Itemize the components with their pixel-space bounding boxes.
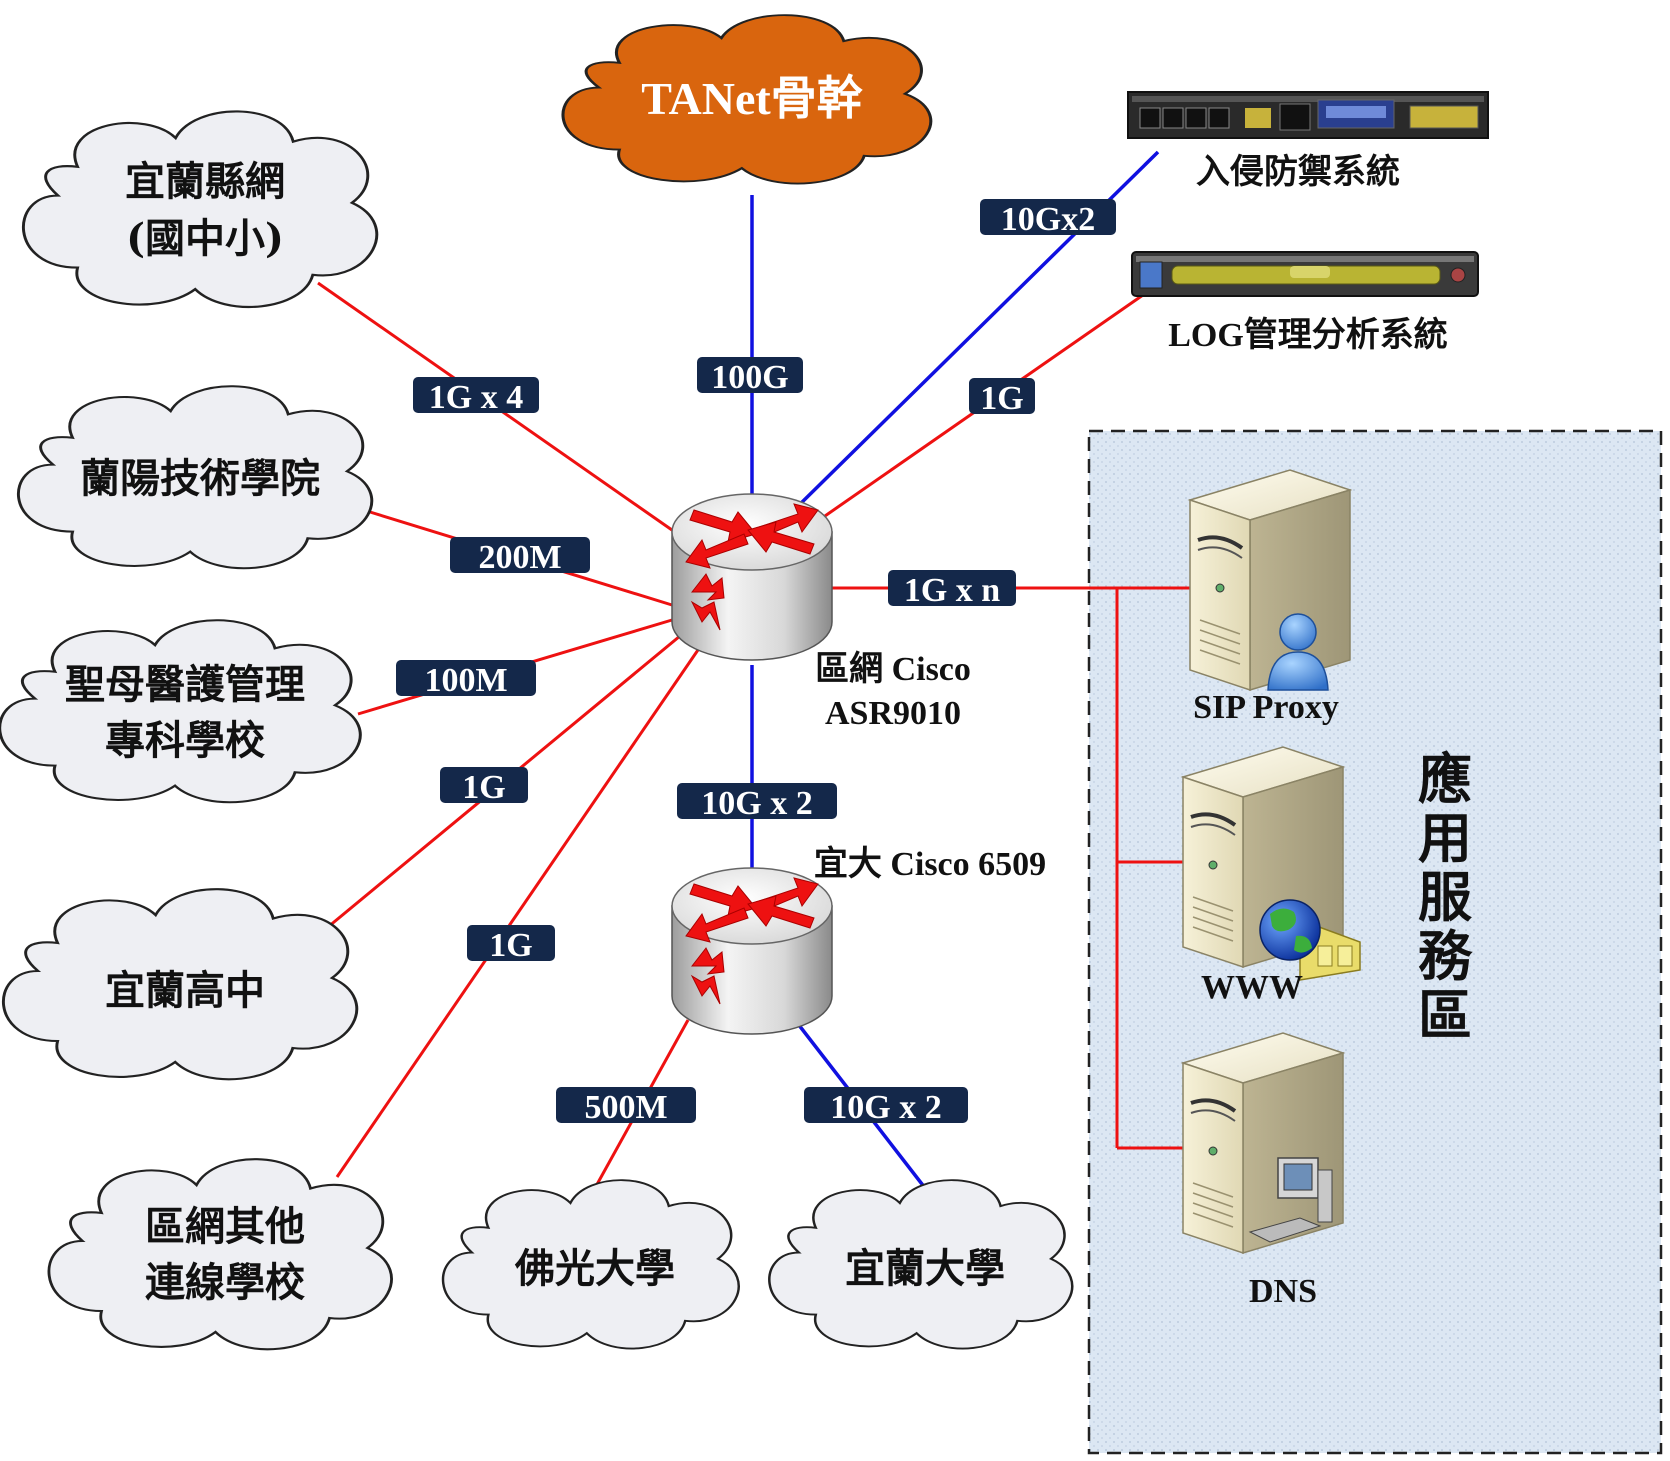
log-label: LOG管理分析系統 [1168,316,1448,354]
label-bg [396,660,536,696]
core-router-line1: 區網 Cisco [815,650,971,688]
link-other-schools [335,646,702,1178]
label-bg [556,1087,696,1123]
www-label: WWW [1201,969,1303,1006]
label-other-schools: 1G [489,927,532,964]
zone-label-char-4: 務 [1418,924,1473,988]
cloud-stmary-line1: 聖母醫護管理 [65,661,305,708]
cloud-stmary-line2: 專科學校 [105,717,265,764]
zone-label-char-2: 用 [1418,806,1472,870]
label-bg [888,570,1016,606]
label-yilan-county: 1G x 4 [429,379,523,416]
cloud-yilan-county-line2: (國中小) [126,215,284,262]
cloud-other-schools-line2: 連線學校 [145,1259,305,1306]
label-bg [413,377,539,413]
label-niu: 10G x 2 [830,1089,941,1126]
label-stmary: 100M [424,662,507,699]
cloud-yilan-county [21,109,379,309]
bandwidth-labels: 100G 10Gx2 1G 1G x 4 200M 100M 1G 1G 1G … [396,199,1116,1126]
label-log: 1G [980,380,1023,417]
zone-label-char-1: 應 [1418,747,1472,811]
sip-label: SIP Proxy [1193,689,1339,726]
computer-icon [1248,1157,1333,1243]
label-lanyang: 200M [478,539,561,576]
label-servers: 1G x n [904,572,1000,609]
service-zone [1087,429,1663,1455]
label-bg [467,925,555,961]
niu-router-label: 宜大 Cisco 6509 [814,845,1046,883]
core-router-line2: ASR9010 [825,695,961,732]
label-bg [980,199,1116,235]
label-niu-core: 10G x 2 [701,785,812,822]
cloud-yilan-county-line1: 宜蘭縣網 [125,158,285,205]
cloud-other-schools [47,1157,393,1351]
tanet-label: TANet骨幹 [641,73,863,124]
niu-router-icon [671,867,833,1035]
label-fo-guang: 500M [584,1089,667,1126]
zone-label-char-3: 服 [1418,865,1472,929]
globe-icon [1259,899,1361,981]
label-bg [440,767,528,803]
label-bg [804,1087,968,1123]
cloud-stmary [0,618,362,804]
dns-label: DNS [1249,1273,1317,1310]
cloud-lanyang-label: 蘭陽技術學院 [80,455,320,502]
label-bg [969,378,1035,414]
cloud-niu-label: 宜蘭大學 [845,1245,1005,1292]
label-yilan-high: 1G [462,769,505,806]
label-bg [697,357,803,393]
cloud-yilan-high-label: 宜蘭高中 [105,967,265,1014]
cloud-fo-guang-label: 佛光大學 [514,1245,675,1292]
cloud-other-schools-line1: 區網其他 [145,1203,305,1250]
label-bg [450,537,590,573]
label-bg [677,783,837,819]
log-appliance-icon [1131,251,1479,297]
label-ips: 10Gx2 [1001,201,1095,238]
sip-server-icon [1188,468,1352,692]
label-tanet: 100G [711,359,788,396]
zone-label-char-5: 區 [1418,983,1472,1047]
ips-label: 入侵防禦系統 [1196,152,1400,192]
ips-appliance-icon [1127,91,1489,139]
user-icon [1267,613,1329,691]
core-router-icon [671,493,833,661]
